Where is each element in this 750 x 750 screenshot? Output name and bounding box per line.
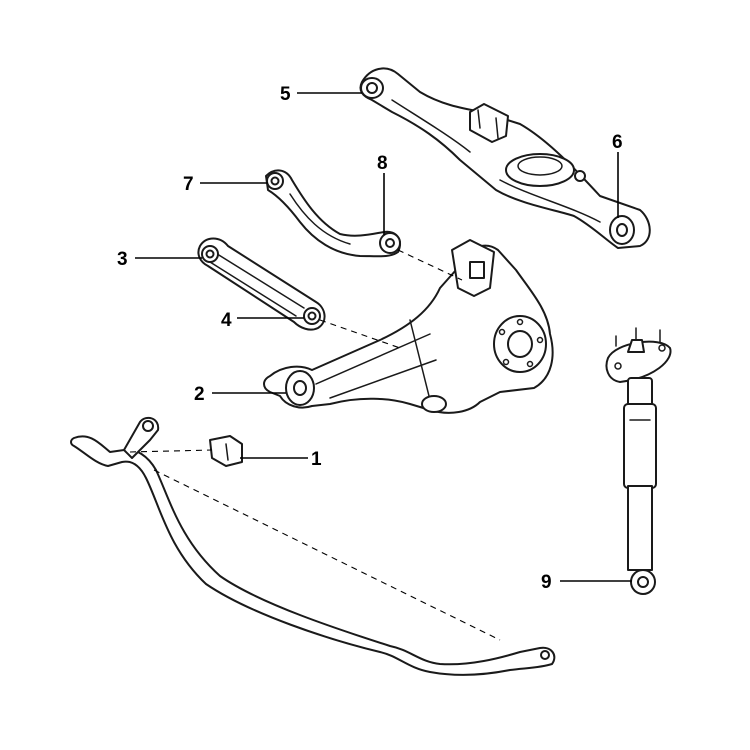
callout-7: 7 xyxy=(183,174,194,195)
shock-absorber xyxy=(605,327,672,595)
callout-3: 3 xyxy=(117,249,128,270)
callout-4: 4 xyxy=(221,310,232,331)
leader-lines xyxy=(135,92,632,582)
callout-8: 8 xyxy=(377,153,388,174)
upper-curved-arm xyxy=(265,169,402,258)
lower-control-arm xyxy=(359,67,651,249)
wheel-carrier xyxy=(263,239,554,414)
stabilizer-bar xyxy=(70,416,556,676)
callout-2: 2 xyxy=(194,384,205,405)
assembly-guides xyxy=(129,249,501,641)
stabilizer-bushing xyxy=(209,435,243,467)
callout-9: 9 xyxy=(541,572,552,593)
callout-labels: 1 2 3 4 5 6 7 8 9 xyxy=(117,84,623,593)
callout-5: 5 xyxy=(280,84,291,105)
callout-6: 6 xyxy=(612,132,623,153)
trailing-link xyxy=(197,237,326,331)
callout-1: 1 xyxy=(311,449,322,470)
